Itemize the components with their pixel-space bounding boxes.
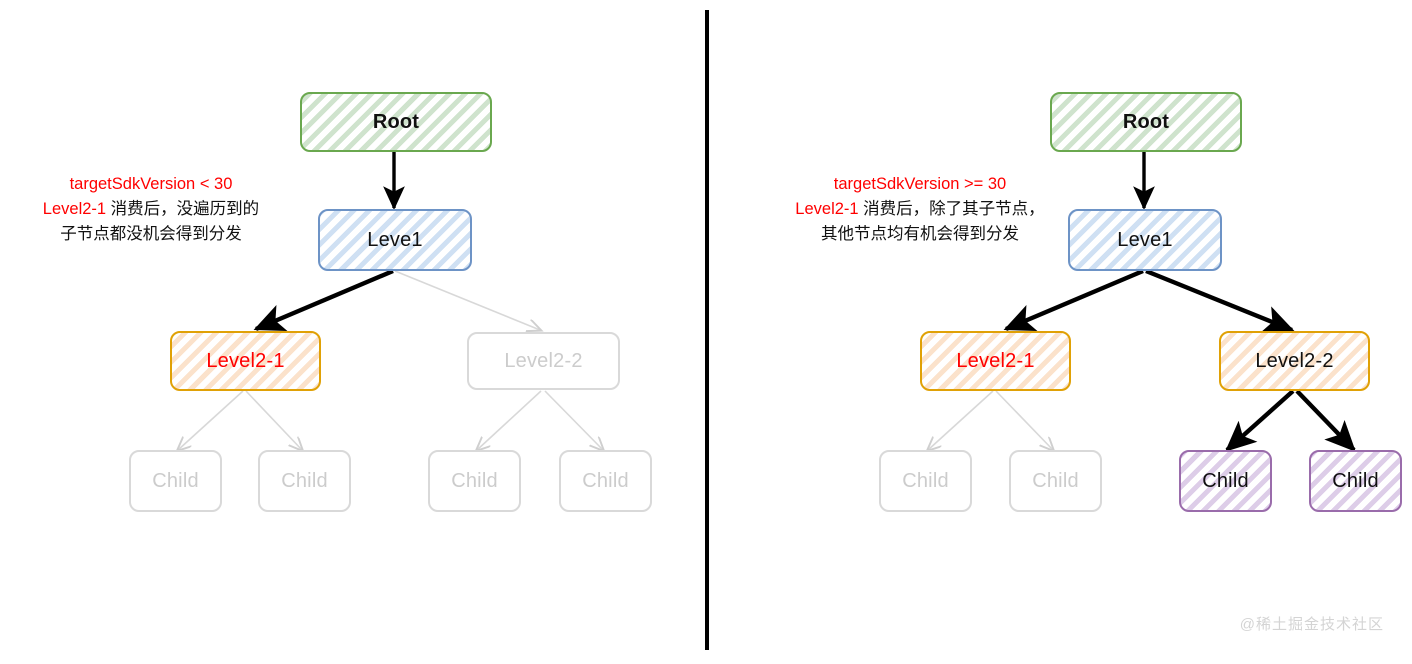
annotation-right-line2-rest: 消费后，除了其子节点， — [858, 199, 1045, 218]
node-child-a-left[interactable]: Child — [129, 450, 222, 512]
node-root-right[interactable]: Root — [1050, 92, 1242, 152]
annotation-right-line2-highlight: Level2-1 — [795, 199, 859, 218]
node-child-b-left-label: Child — [281, 469, 328, 492]
node-level1-left[interactable]: Leve1 — [318, 209, 472, 271]
node-level2-1-left-label: Level2-1 — [206, 349, 285, 372]
node-child-a-right-label: Child — [902, 469, 949, 492]
node-child-b-right[interactable]: Child — [1009, 450, 1102, 512]
node-child-a-right[interactable]: Child — [879, 450, 972, 512]
edge-level1-to-level2-2 — [1145, 268, 1295, 333]
node-root-right-label: Root — [1122, 110, 1170, 133]
edge-level2-2-to-child-d — [544, 390, 603, 450]
annotation-left: targetSdkVersion < 30 Level2-1 消费后，没遍历到的… — [18, 172, 284, 246]
node-level2-2-right-label: Level2-2 — [1255, 349, 1334, 372]
node-child-a-left-label: Child — [152, 469, 199, 492]
watermark: @稀土掘金技术社区 — [1239, 616, 1384, 633]
edge-level2-2-to-child-d — [1295, 389, 1356, 452]
edge-level2-2-to-child-c — [477, 390, 542, 450]
node-child-c-right[interactable]: Child — [1179, 450, 1272, 512]
panel-divider — [705, 10, 709, 650]
edge-level2-1-to-child-b — [245, 390, 302, 450]
node-level1-right-label: Leve1 — [1117, 228, 1173, 251]
annotation-left-line3: 子节点都没机会得到分发 — [60, 224, 242, 243]
annotation-left-line2-rest: 消费后，没遍历到的 — [106, 199, 260, 218]
node-child-c-right-label: Child — [1202, 469, 1249, 492]
panel-targetsdk-gte-30: targetSdkVersion >= 30 Level2-1 消费后，除了其子… — [706, 0, 1412, 664]
node-child-c-left[interactable]: Child — [428, 450, 521, 512]
node-level1-left-label: Leve1 — [367, 228, 423, 251]
edges-left — [0, 152, 706, 664]
node-child-d-left-label: Child — [582, 469, 629, 492]
edge-level1-to-level2-2 — [394, 270, 540, 330]
node-child-d-right-label: Child — [1332, 469, 1379, 492]
edge-level2-2-to-child-c — [1225, 389, 1295, 452]
edge-level1-to-level2-1 — [253, 268, 394, 332]
node-level2-2-left-label: Level2-2 — [504, 349, 583, 372]
node-level1-right[interactable]: Leve1 — [1068, 209, 1222, 271]
node-child-b-right-label: Child — [1032, 469, 1079, 492]
node-level2-2-left[interactable]: Level2-2 — [467, 332, 620, 390]
node-level2-1-right-label: Level2-1 — [956, 349, 1035, 372]
annotation-right-line1: targetSdkVersion >= 30 — [833, 175, 1007, 193]
annotation-left-line2-highlight: Level2-1 — [42, 199, 107, 218]
node-child-d-right[interactable]: Child — [1309, 450, 1402, 512]
node-child-b-left[interactable]: Child — [258, 450, 351, 512]
edges-right — [706, 152, 1356, 664]
edge-level2-1-to-child-a — [178, 390, 244, 450]
annotation-right-line3: 其他节点均有机会得到分发 — [821, 224, 1019, 243]
node-root-left-label: Root — [372, 110, 420, 133]
edge-level2-1-to-child-a — [928, 390, 994, 450]
node-root-left[interactable]: Root — [300, 92, 492, 152]
node-level2-1-right[interactable]: Level2-1 — [920, 331, 1071, 391]
edge-level1-to-level2-1 — [1003, 268, 1144, 332]
annotation-right: targetSdkVersion >= 30 Level2-1 消费后，除了其子… — [776, 172, 1064, 246]
edge-level2-1-to-child-b — [995, 390, 1053, 450]
node-child-d-left[interactable]: Child — [559, 450, 652, 512]
panel-targetsdk-lt-30: targetSdkVersion < 30 Level2-1 消费后，没遍历到的… — [0, 92, 706, 664]
node-level2-2-right[interactable]: Level2-2 — [1219, 331, 1370, 391]
annotation-left-line1: targetSdkVersion < 30 — [69, 175, 233, 193]
node-child-c-left-label: Child — [451, 469, 498, 492]
node-level2-1-left[interactable]: Level2-1 — [170, 331, 321, 391]
